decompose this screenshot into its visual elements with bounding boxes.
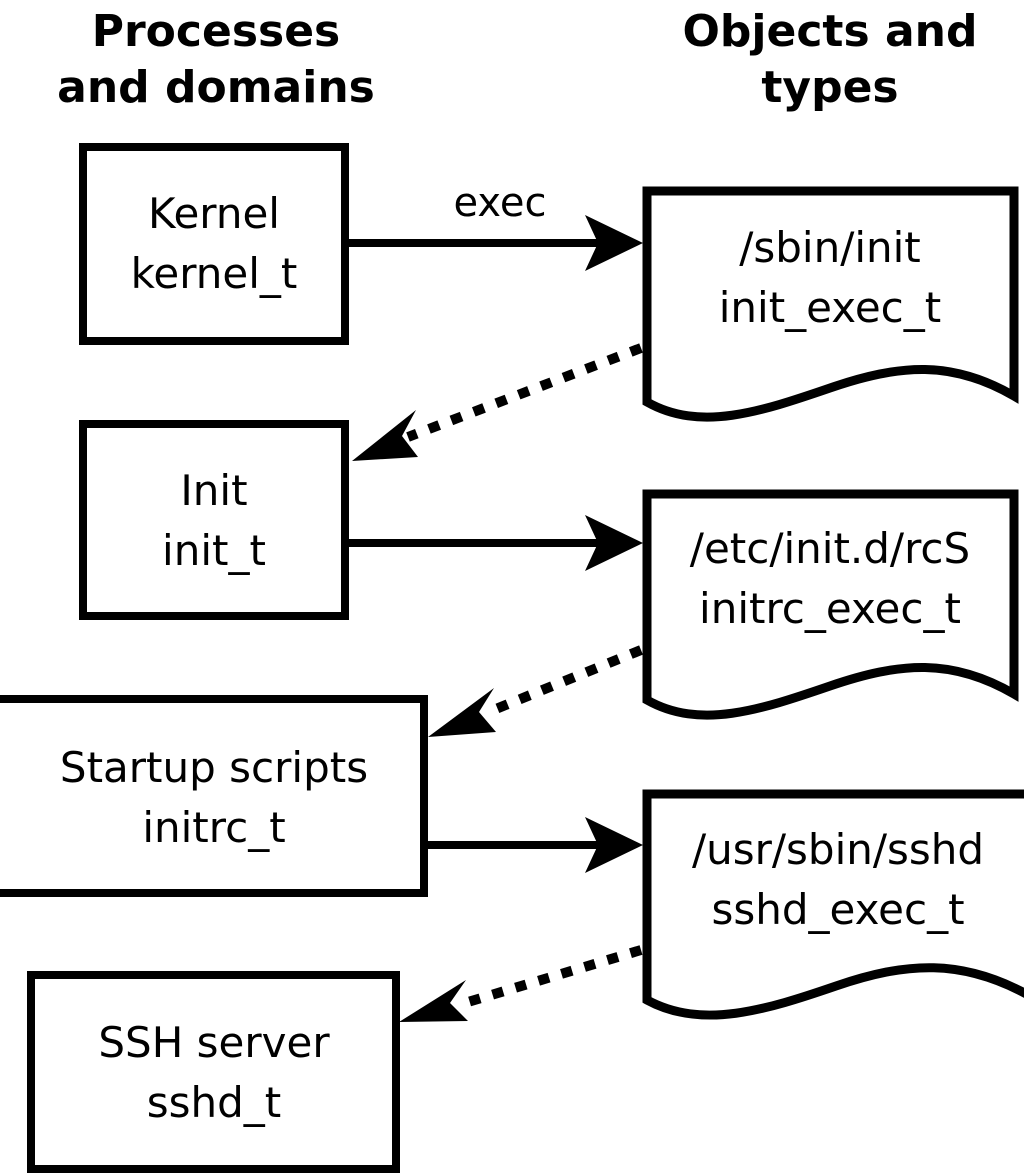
edge-init-exec-to-init-arrowhead — [352, 410, 418, 461]
node-usr-sbin-sshd[interactable]: /usr/sbin/sshd sshd_exec_t — [642, 789, 1024, 1020]
edge-sshd-exec-to-sshd-line — [456, 945, 643, 1010]
edge-init-to-initrc-exec — [349, 515, 643, 571]
node-startup-scripts-line2: initrc_t — [142, 803, 285, 852]
edge-label-exec: exec — [454, 180, 547, 226]
node-kernel-box[interactable] — [79, 143, 349, 345]
node-ssh-server[interactable]: SSH server sshd_t — [27, 971, 400, 1173]
node-usr-sbin-sshd-line1: /usr/sbin/sshd — [692, 825, 984, 874]
edge-initrc-to-sshd-exec-arrowhead — [585, 817, 643, 873]
node-etc-initd-rcs-line1: /etc/init.d/rcS — [690, 524, 970, 573]
node-sbin-init-document-shape[interactable] — [642, 186, 1019, 422]
node-etc-initd-rcs-document-shape[interactable] — [642, 489, 1019, 720]
node-startup-scripts[interactable]: Startup scripts initrc_t — [0, 695, 428, 897]
edge-init-to-initrc-exec-arrowhead — [585, 515, 643, 571]
edge-initrc-to-sshd-exec — [428, 817, 643, 873]
edge-sshd-exec-to-sshd — [399, 945, 643, 1022]
edge-init-exec-to-init — [352, 343, 643, 461]
node-init[interactable]: Init init_t — [79, 420, 349, 620]
node-etc-initd-rcs[interactable]: /etc/init.d/rcS initrc_exec_t — [642, 489, 1019, 720]
node-sbin-init-line2: init_exec_t — [719, 283, 942, 332]
column-header-processes: Processes and domains — [57, 6, 375, 113]
node-kernel[interactable]: Kernel kernel_t — [79, 143, 349, 345]
node-sbin-init-line1: /sbin/init — [739, 223, 921, 272]
column-header-objects-line2: types — [761, 62, 898, 113]
node-sbin-init[interactable]: /sbin/init init_exec_t — [642, 186, 1019, 422]
node-ssh-server-line2: sshd_t — [147, 1078, 282, 1127]
column-header-processes-line1: Processes — [92, 6, 341, 57]
column-header-processes-line2: and domains — [57, 62, 375, 113]
node-startup-scripts-box[interactable] — [0, 695, 428, 897]
edge-kernel-to-init-exec: exec — [349, 180, 643, 271]
node-kernel-line1: Kernel — [148, 189, 280, 238]
node-usr-sbin-sshd-document-shape[interactable] — [642, 789, 1024, 1020]
edge-initrc-exec-to-initrc-line — [484, 645, 643, 718]
edge-init-exec-to-init-line — [406, 343, 643, 442]
node-init-line2: init_t — [162, 526, 266, 575]
node-ssh-server-line1: SSH server — [98, 1018, 330, 1067]
edge-initrc-exec-to-initrc-arrowhead — [428, 688, 496, 737]
edge-sshd-exec-to-sshd-arrowhead — [399, 980, 468, 1022]
node-startup-scripts-line1: Startup scripts — [60, 743, 368, 792]
node-kernel-line2: kernel_t — [131, 249, 298, 298]
node-usr-sbin-sshd-line2: sshd_exec_t — [711, 885, 964, 934]
column-header-objects-line1: Objects and — [683, 6, 978, 57]
column-header-objects: Objects and types — [683, 6, 978, 113]
node-etc-initd-rcs-line2: initrc_exec_t — [699, 584, 961, 633]
node-init-line1: Init — [180, 466, 247, 515]
node-ssh-server-box[interactable] — [27, 971, 400, 1173]
edge-kernel-to-init-exec-arrowhead — [585, 215, 643, 271]
edge-initrc-exec-to-initrc — [428, 645, 643, 737]
node-init-box[interactable] — [79, 420, 349, 620]
